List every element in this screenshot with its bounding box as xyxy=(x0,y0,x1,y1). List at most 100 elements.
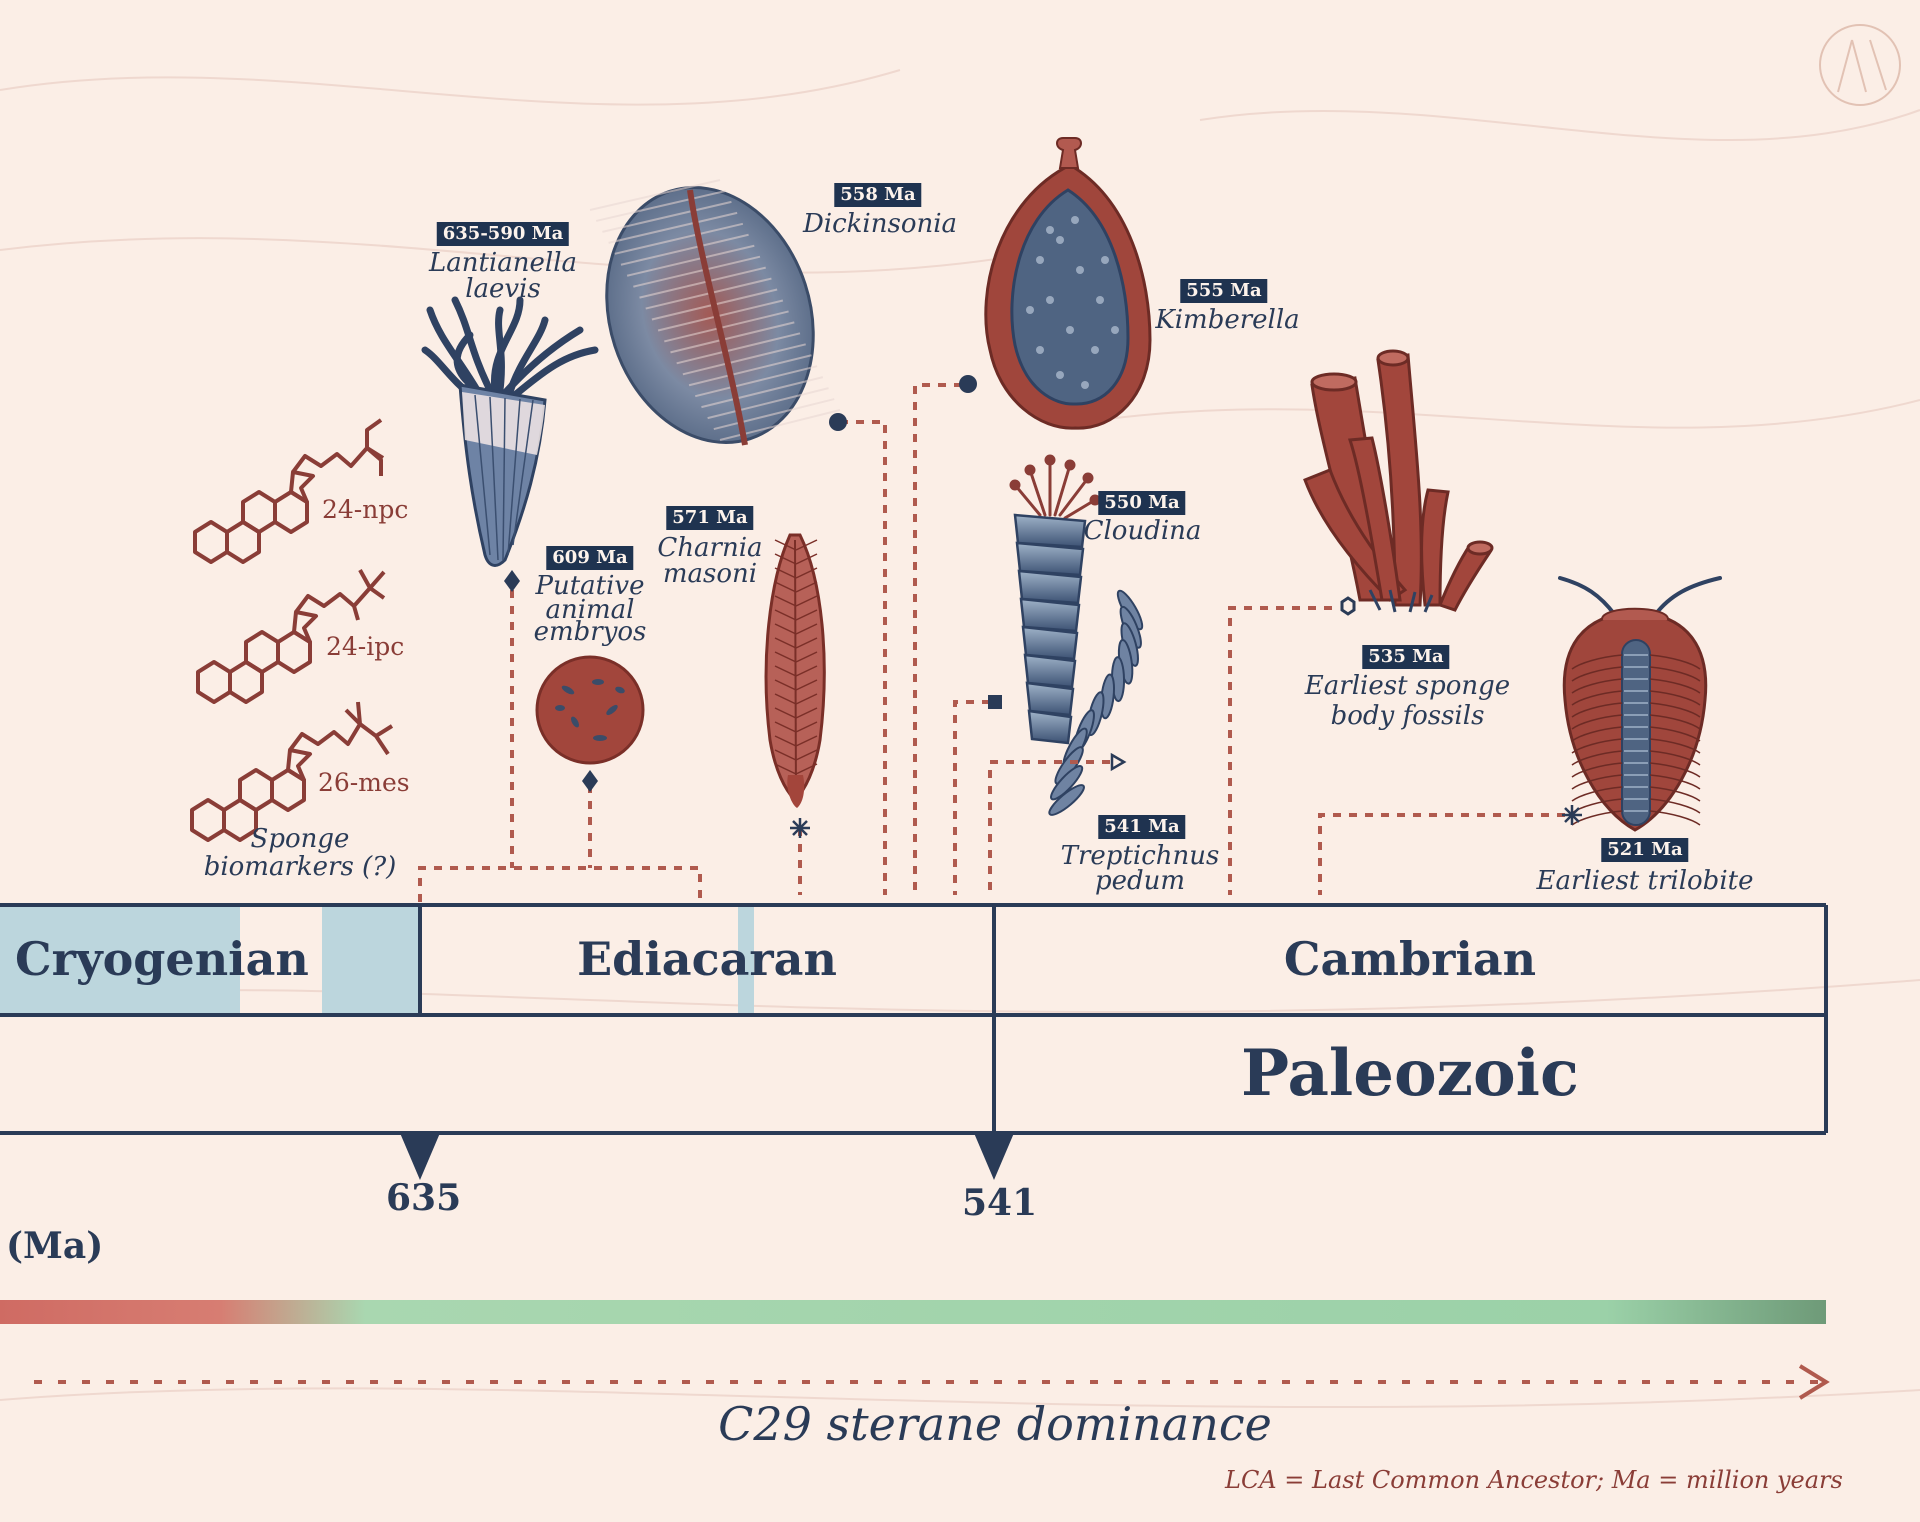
trilobite-pleura xyxy=(1649,654,1701,670)
trilobite-pleura xyxy=(1649,714,1701,730)
charnia-frond-rib xyxy=(774,665,818,677)
charnia-frond-rib xyxy=(774,735,818,747)
trilobite-pleura xyxy=(1571,774,1623,790)
trilobite-pleura xyxy=(1649,786,1701,802)
trilobite-pleura xyxy=(1649,762,1701,778)
kimberella-dot xyxy=(1046,226,1054,234)
period-cambrian: Cambrian xyxy=(1283,932,1537,986)
kimberella-dot xyxy=(1066,326,1074,334)
treptichnus-name-line-1: Treptichnus xyxy=(1060,841,1220,871)
sponge-fossil-name-line-1: Earliest sponge xyxy=(1304,671,1511,701)
treptichnus-name-line-2: pedum xyxy=(1094,866,1186,896)
trilobite-pleura xyxy=(1649,774,1701,790)
dickinsonia-segment xyxy=(608,211,738,244)
dickinsonia-segment xyxy=(602,200,732,233)
charnia-frond-rib xyxy=(774,637,818,649)
kimberella-dot xyxy=(1076,266,1084,274)
dickinsonia-date: 558 Ma xyxy=(834,183,922,207)
cloudina-segment xyxy=(1013,513,1087,549)
charnia-illustration xyxy=(764,533,826,808)
logo-mark xyxy=(1819,24,1901,106)
charnia-frond-rib xyxy=(774,609,818,621)
charnia-frond-rib xyxy=(774,721,818,733)
charnia-frond-rib xyxy=(774,763,818,775)
embryos-date: 609 Ma xyxy=(546,546,634,570)
sterane-24-ipc xyxy=(196,569,386,704)
trilobite-pleura xyxy=(1649,702,1701,718)
connector-markers xyxy=(504,375,1582,838)
treptichnus-date: 541 Ma xyxy=(1098,815,1186,839)
charnia-frond-rib xyxy=(774,707,818,719)
embryos-name-line-3: embryos xyxy=(533,617,647,647)
cloudina-segment xyxy=(1021,625,1079,661)
dickinsonia-segment xyxy=(688,354,812,387)
dickinsonia-segment xyxy=(701,376,824,409)
era-paleozoic: Paleozoic xyxy=(1241,1036,1579,1111)
dickinsonia-segment xyxy=(639,266,766,299)
kimberella-dot xyxy=(1046,296,1054,304)
dickinsonia-segment xyxy=(620,233,749,266)
trilobite-pleura xyxy=(1571,750,1623,766)
trilobite-pleura xyxy=(1571,654,1623,670)
dickinsonia-segment xyxy=(633,255,761,288)
kimberella-dot xyxy=(1056,371,1064,379)
charnia-frond-rib xyxy=(774,539,818,551)
dickinsonia-segment xyxy=(657,299,784,332)
trilobite-pleura xyxy=(1571,810,1623,826)
trilobite-pleura xyxy=(1571,666,1623,682)
dickinsonia-name: Dickinsonia xyxy=(802,209,958,239)
charnia-name-line-2: masoni xyxy=(662,559,758,589)
timeline xyxy=(0,903,1828,1180)
dickinsonia-segment xyxy=(694,365,818,398)
trilobite-pleura xyxy=(1649,726,1701,742)
trilobite-name: Earliest trilobite xyxy=(1536,866,1754,896)
lantianella-name-line-2: laevis xyxy=(465,274,541,304)
cloudina-segment xyxy=(1025,681,1075,717)
treptichnus-segment xyxy=(1050,765,1084,801)
charnia-date: 571 Ma xyxy=(666,506,754,530)
sponge-illustration xyxy=(1303,349,1494,613)
kimberella-dot xyxy=(1036,256,1044,264)
lantianella-illustration xyxy=(421,296,599,567)
period-cryogenian: Cryogenian xyxy=(15,932,309,986)
tick-label-541: 541 xyxy=(962,1182,1038,1224)
sponge-fossil-name-line-2: body fossils xyxy=(1330,701,1485,731)
trilobite-pleura xyxy=(1649,738,1701,754)
trend-arrow xyxy=(34,1364,1830,1400)
trilobite-pleura xyxy=(1649,678,1701,694)
cloudina-date: 550 Ma xyxy=(1098,491,1186,515)
biomarker-label-26-mes: 26-mes xyxy=(318,768,410,797)
embryos-name-line-2: animal xyxy=(545,595,635,625)
embryos-name-line-1: Putative xyxy=(535,571,645,601)
cloudina-segment xyxy=(1017,569,1083,605)
dickinsonia-segment xyxy=(664,310,789,343)
dickinsonia-segment xyxy=(595,189,726,222)
cloudina-segment xyxy=(1023,653,1077,689)
period-ediacaran: Ediacaran xyxy=(577,932,837,986)
charnia-frond-rib xyxy=(774,693,818,705)
kimberella-dot xyxy=(1036,346,1044,354)
kimberella-dot xyxy=(1091,346,1099,354)
cloudina-segment xyxy=(1027,709,1073,745)
biomarker-caption-line-2: biomarkers (?) xyxy=(203,852,397,882)
cloudina-illustration xyxy=(1009,454,1101,745)
kimberella-dot xyxy=(1071,216,1079,224)
sterane-molecules xyxy=(190,418,394,842)
footnote: LCA = Last Common Ancestor; Ma = million… xyxy=(1225,1466,1843,1494)
charnia-frond-rib xyxy=(774,581,818,593)
trilobite-pleura xyxy=(1649,750,1701,766)
trilobite-pleura xyxy=(1649,810,1701,826)
trilobite-pleura xyxy=(1649,798,1701,814)
cloudina-segment xyxy=(1019,597,1081,633)
dickinsonia-segment xyxy=(719,409,841,441)
charnia-frond-rib xyxy=(774,679,818,691)
trilobite-pleura xyxy=(1571,738,1623,754)
kimberella-dot xyxy=(1096,296,1104,304)
charnia-frond-rib xyxy=(774,553,818,565)
treptichnus-illustration xyxy=(1048,589,1144,816)
dickinsonia-segment xyxy=(626,244,755,277)
unit-label: (Ma) xyxy=(6,1225,104,1267)
charnia-name-line-1: Charnia xyxy=(657,533,763,563)
treptichnus-segment xyxy=(1048,784,1085,816)
